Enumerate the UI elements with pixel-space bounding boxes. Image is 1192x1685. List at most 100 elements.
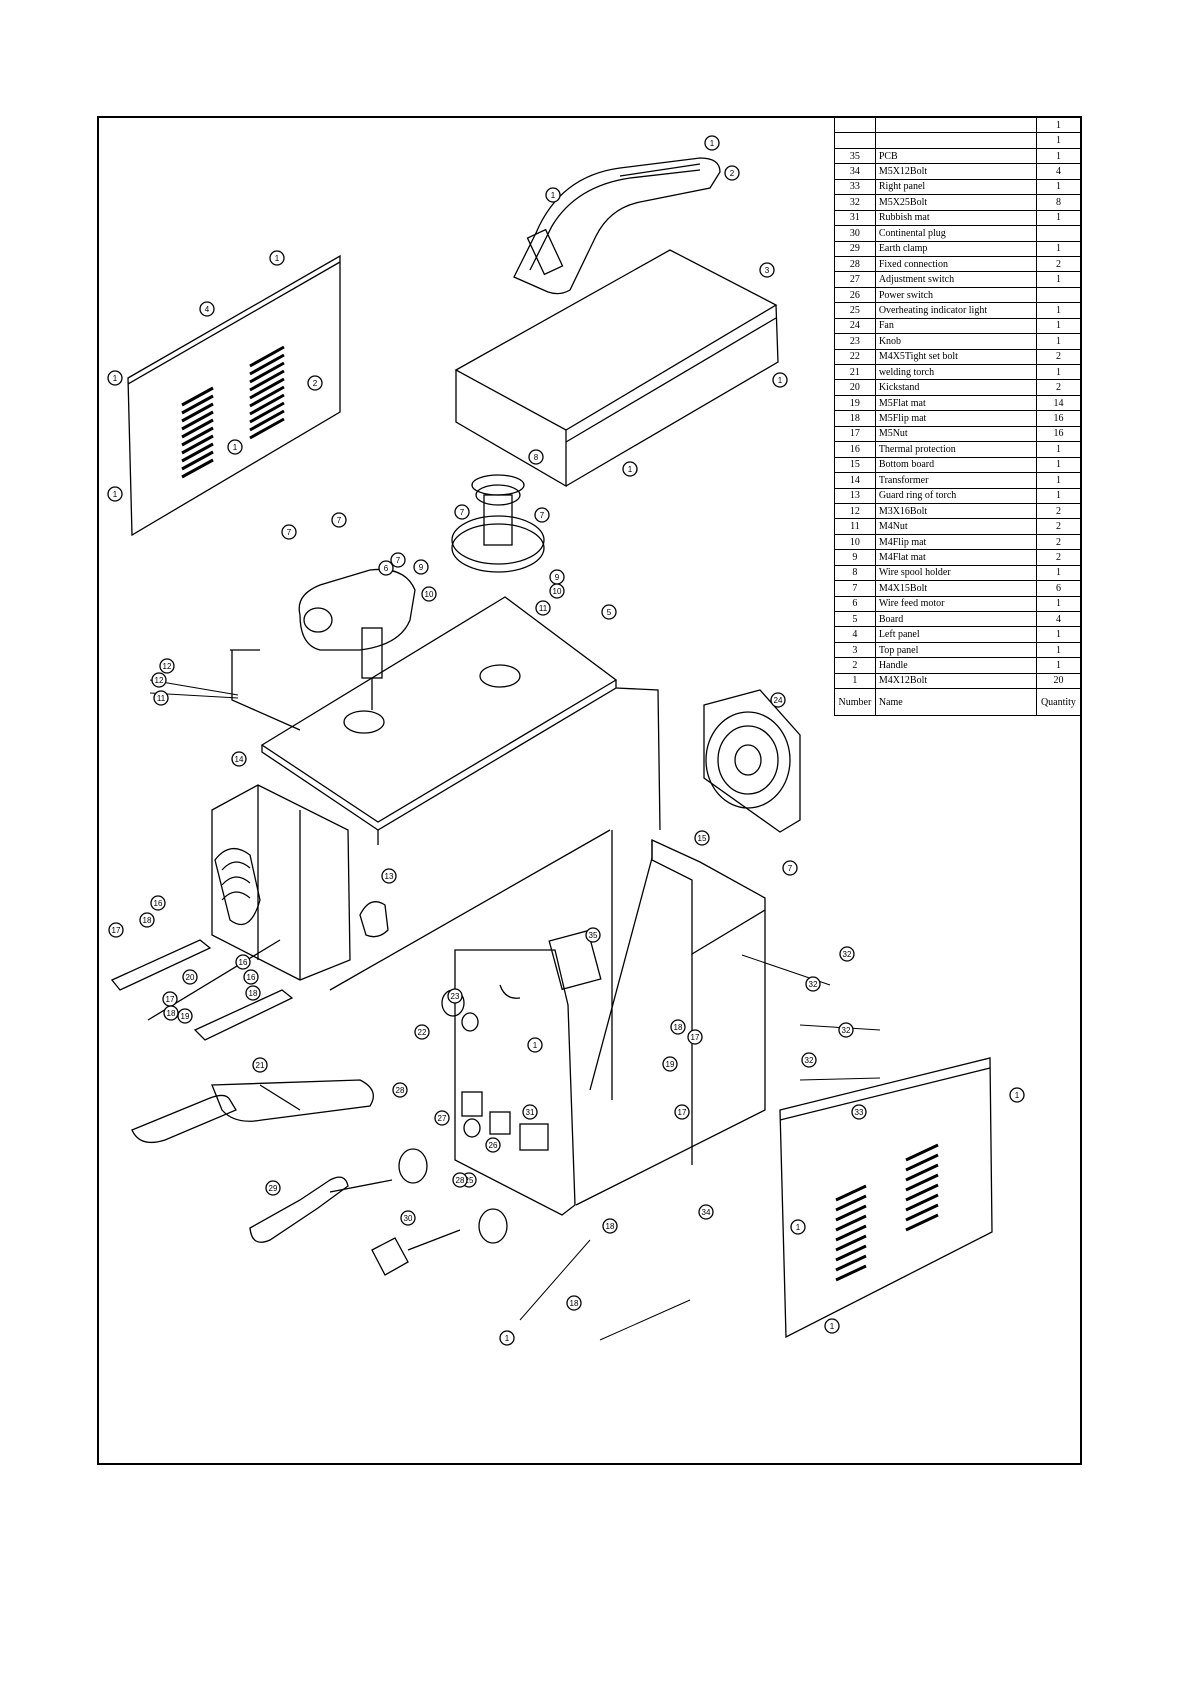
header-name: Name [874,688,1037,717]
part-quantity-cell: 6 [1035,580,1082,597]
callout-balloon [252,1057,268,1073]
callout-number: 1 [628,465,633,474]
part-name-cell: Board [874,610,1037,628]
part-quantity-cell: 1 [1035,271,1082,288]
part-quantity-cell: 2 [1035,533,1082,551]
callout-11: 11 [535,600,551,616]
part-name-cell: M3X16Bolt [874,502,1037,520]
callout-13: 13 [381,868,397,884]
part-name-cell: Wire spool holder [874,564,1037,582]
left-panel [127,254,341,537]
callout-balloon [265,1180,281,1196]
part-number-cell: 26 [834,286,876,304]
part-number-cell: 23 [834,333,876,350]
callout-18: 18 [245,985,261,1001]
part-quantity-cell: 1 [1035,116,1082,134]
callout-number: 18 [570,1299,579,1308]
callout-balloon [245,985,261,1001]
callout-18: 18 [670,1019,686,1035]
part-number-cell: 15 [834,456,876,474]
parts-table-row: 1 [834,132,1082,149]
part-quantity-cell: 1 [1035,302,1082,319]
part-number-cell: 10 [834,533,876,551]
callout-balloon [805,976,821,992]
callout-1: 1 [545,187,561,203]
part-name-cell: Top panel [874,641,1037,659]
part-quantity-cell: 20 [1035,672,1082,690]
part-number-cell: 19 [834,394,876,412]
callout-17: 17 [674,1104,690,1120]
callout-balloon [413,559,429,575]
callout-balloon [549,583,565,599]
callout-balloon [527,1037,543,1053]
part-name-cell: Rubbish mat [874,209,1037,227]
callout-balloon [772,372,788,388]
part-number-cell: 3 [834,641,876,659]
part-name-cell: Adjustment switch [874,271,1037,288]
callout-balloon [307,375,323,391]
callout-number: 30 [404,1214,413,1223]
part-quantity-cell: 2 [1035,348,1082,366]
callout-number: 3 [765,266,770,275]
callout-24: 24 [770,692,786,708]
callout-7: 7 [534,507,550,523]
part-number-cell: 16 [834,441,876,458]
callout-14: 14 [231,751,247,767]
part-name-cell: M5X25Bolt [874,194,1037,211]
fan [703,689,801,833]
callout-balloon [790,1219,806,1235]
callout-balloon [622,461,638,477]
callout-number: 7 [287,528,292,537]
part-quantity-cell: 2 [1035,549,1082,566]
part-quantity-cell: 2 [1035,255,1082,273]
callout-balloon [400,1210,416,1226]
part-name-cell [874,132,1037,149]
part-number-cell: 32 [834,194,876,211]
callout-number: 1 [1015,1091,1020,1100]
part-number-cell: 30 [834,225,876,242]
part-name-cell: Fixed connection [874,255,1037,273]
callout-balloon [447,988,463,1004]
callout-32: 32 [805,976,821,992]
callout-16: 16 [243,969,259,985]
callout-balloon [182,969,198,985]
part-quantity-cell: 1 [1035,209,1082,227]
part-name-cell: M4Flip mat [874,533,1037,551]
part-quantity-cell: 1 [1035,657,1082,674]
callout-5: 5 [601,604,617,620]
callout-7: 7 [281,524,297,540]
leader-lines [149,679,881,1341]
part-number-cell: 11 [834,518,876,535]
part-number-cell: 9 [834,549,876,566]
callout-12: 12 [159,658,175,674]
callout-number: 29 [269,1184,278,1193]
callout-number: 19 [666,1060,675,1069]
part-number-cell [834,132,876,149]
callout-number: 11 [539,604,548,613]
part-number-cell: 35 [834,147,876,165]
callout-7: 7 [454,504,470,520]
callout-1: 1 [227,439,243,455]
part-name-cell: Handle [874,657,1037,674]
callout-22: 22 [414,1024,430,1040]
callout-balloon [782,860,798,876]
callout-balloon [1009,1087,1025,1103]
callout-number: 25 [465,1176,474,1185]
callout-balloon [801,1052,817,1068]
top-panel [454,249,779,488]
part-number-cell: 12 [834,502,876,520]
callout-balloon [851,1104,867,1120]
